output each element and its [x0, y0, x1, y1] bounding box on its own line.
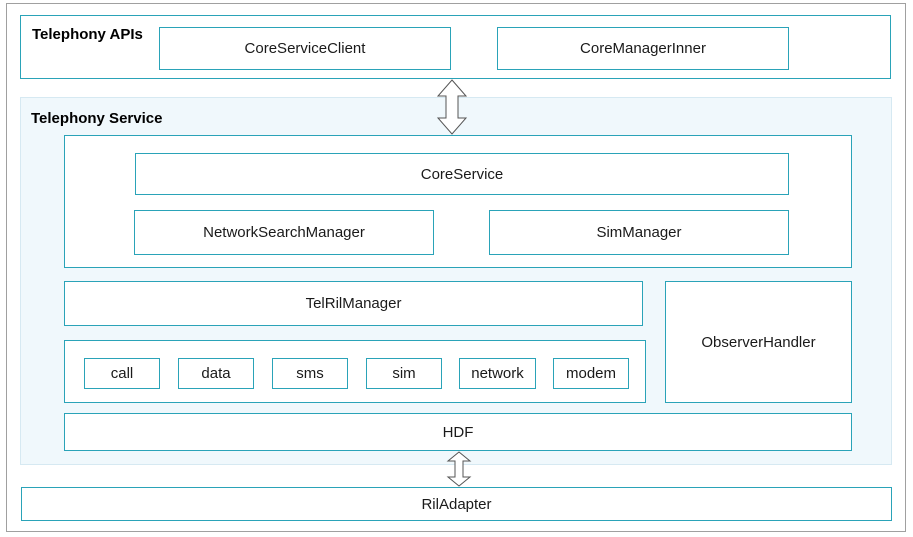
ril-module-network: network [459, 358, 536, 389]
tel-ril-manager-box: TelRilManager [64, 281, 643, 326]
diagram-frame [6, 3, 906, 532]
core-service-box: CoreService [135, 153, 789, 195]
ril-module-sms: sms [272, 358, 348, 389]
ril-module-data: data [178, 358, 254, 389]
core-manager-inner-box: CoreManagerInner [497, 27, 789, 70]
telephony-apis-title: Telephony APIs [32, 26, 143, 43]
network-search-manager-box: NetworkSearchManager [134, 210, 434, 255]
ril-module-sim: sim [366, 358, 442, 389]
ril-module-modem: modem [553, 358, 629, 389]
ril-module-call: call [84, 358, 160, 389]
hdf-riladapter-double-arrow [446, 451, 472, 487]
api-service-double-arrow [436, 79, 468, 135]
core-service-client-box: CoreServiceClient [159, 27, 451, 70]
ril-adapter-box: RilAdapter [21, 487, 892, 521]
hdf-box: HDF [64, 413, 852, 451]
telephony-service-title: Telephony Service [31, 110, 163, 127]
sim-manager-box: SimManager [489, 210, 789, 255]
ril-modules-group [64, 340, 646, 403]
observer-handler-box: ObserverHandler [665, 281, 852, 403]
